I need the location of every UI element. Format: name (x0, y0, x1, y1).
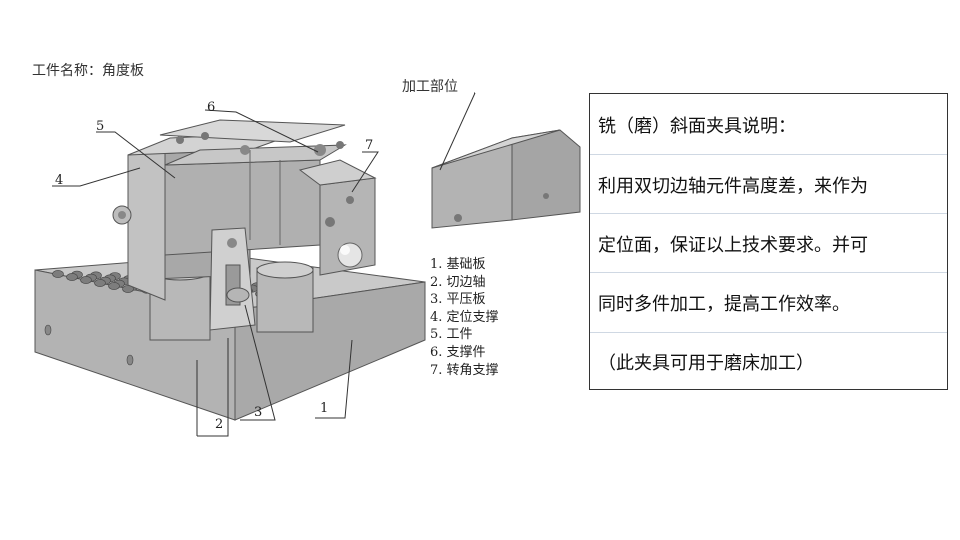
workpiece-detail-drawing (431, 92, 581, 229)
legend-item: 2. 切边轴 (430, 274, 486, 290)
callout-2: 2 (215, 417, 223, 432)
legend-item: 4. 定位支撑 (430, 309, 499, 325)
description-divider (590, 332, 947, 333)
description-divider (590, 213, 947, 214)
legend-item: 5. 工件 (430, 327, 473, 343)
description-line: 利用双切边轴元件高度差，来作为 (598, 176, 868, 197)
description-line: 同时多件加工，提高工作效率。 (598, 294, 850, 315)
description-line: 定位面，保证以上技术要求。并可 (598, 235, 868, 256)
legend-item: 7. 转角支撑 (430, 362, 499, 378)
callout-7: 7 (365, 138, 373, 153)
callout-4: 4 (55, 173, 63, 188)
legend-item: 6. 支撑件 (430, 344, 486, 360)
description-box: 铣（磨）斜面夹具说明： 利用双切边轴元件高度差，来作为 定位面，保证以上技术要求… (589, 93, 948, 390)
parts-legend: 1. 基础板 2. 切边轴 3. 平压板 4. 定位支撑 5. 工件 6. 支撑… (430, 256, 499, 379)
callout-6: 6 (207, 100, 215, 115)
description-title: 铣（磨）斜面夹具说明： (598, 116, 796, 137)
machined-area-label: 加工部位 (402, 79, 458, 95)
callout-leaders (52, 109, 379, 437)
legend-item: 3. 平压板 (430, 292, 486, 308)
legend-item: 1. 基础板 (430, 257, 486, 272)
callout-1: 1 (320, 401, 328, 416)
fixture-body-drawing (112, 119, 377, 341)
callout-5: 5 (96, 119, 104, 134)
description-note: （此夹具可用于磨床加工） (598, 353, 814, 374)
description-divider (590, 272, 947, 273)
description-divider (590, 154, 947, 155)
workpiece-name: 工件名称：角度板 (32, 63, 144, 79)
callout-3: 3 (254, 405, 262, 420)
